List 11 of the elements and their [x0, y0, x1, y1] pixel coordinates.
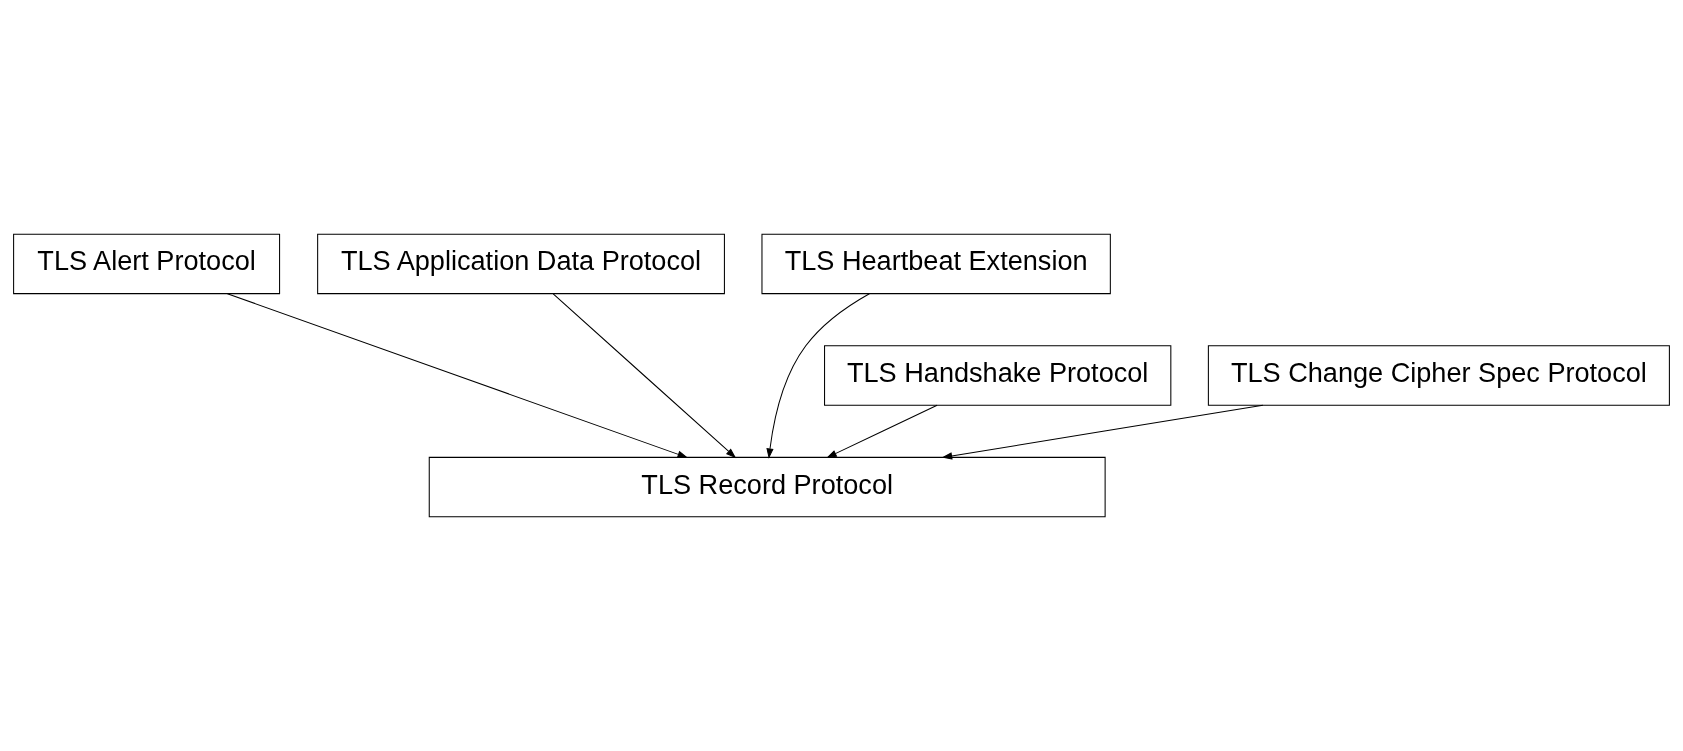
arrow [826, 404, 938, 458]
arrow [552, 293, 737, 459]
node-box: TLS Alert Protocol [13, 233, 281, 295]
node-box: TLS Change Cipher Spec Protocol [1207, 345, 1670, 406]
node-box: TLS Application Data Protocol [317, 233, 725, 295]
node-box: TLS Handshake Protocol [824, 345, 1172, 406]
node-box: TLS Heartbeat Extension [761, 233, 1111, 295]
arrow [941, 404, 1264, 460]
node-box: TLS Record Protocol [428, 456, 1106, 518]
arrow [766, 293, 870, 459]
arrow [226, 293, 688, 458]
